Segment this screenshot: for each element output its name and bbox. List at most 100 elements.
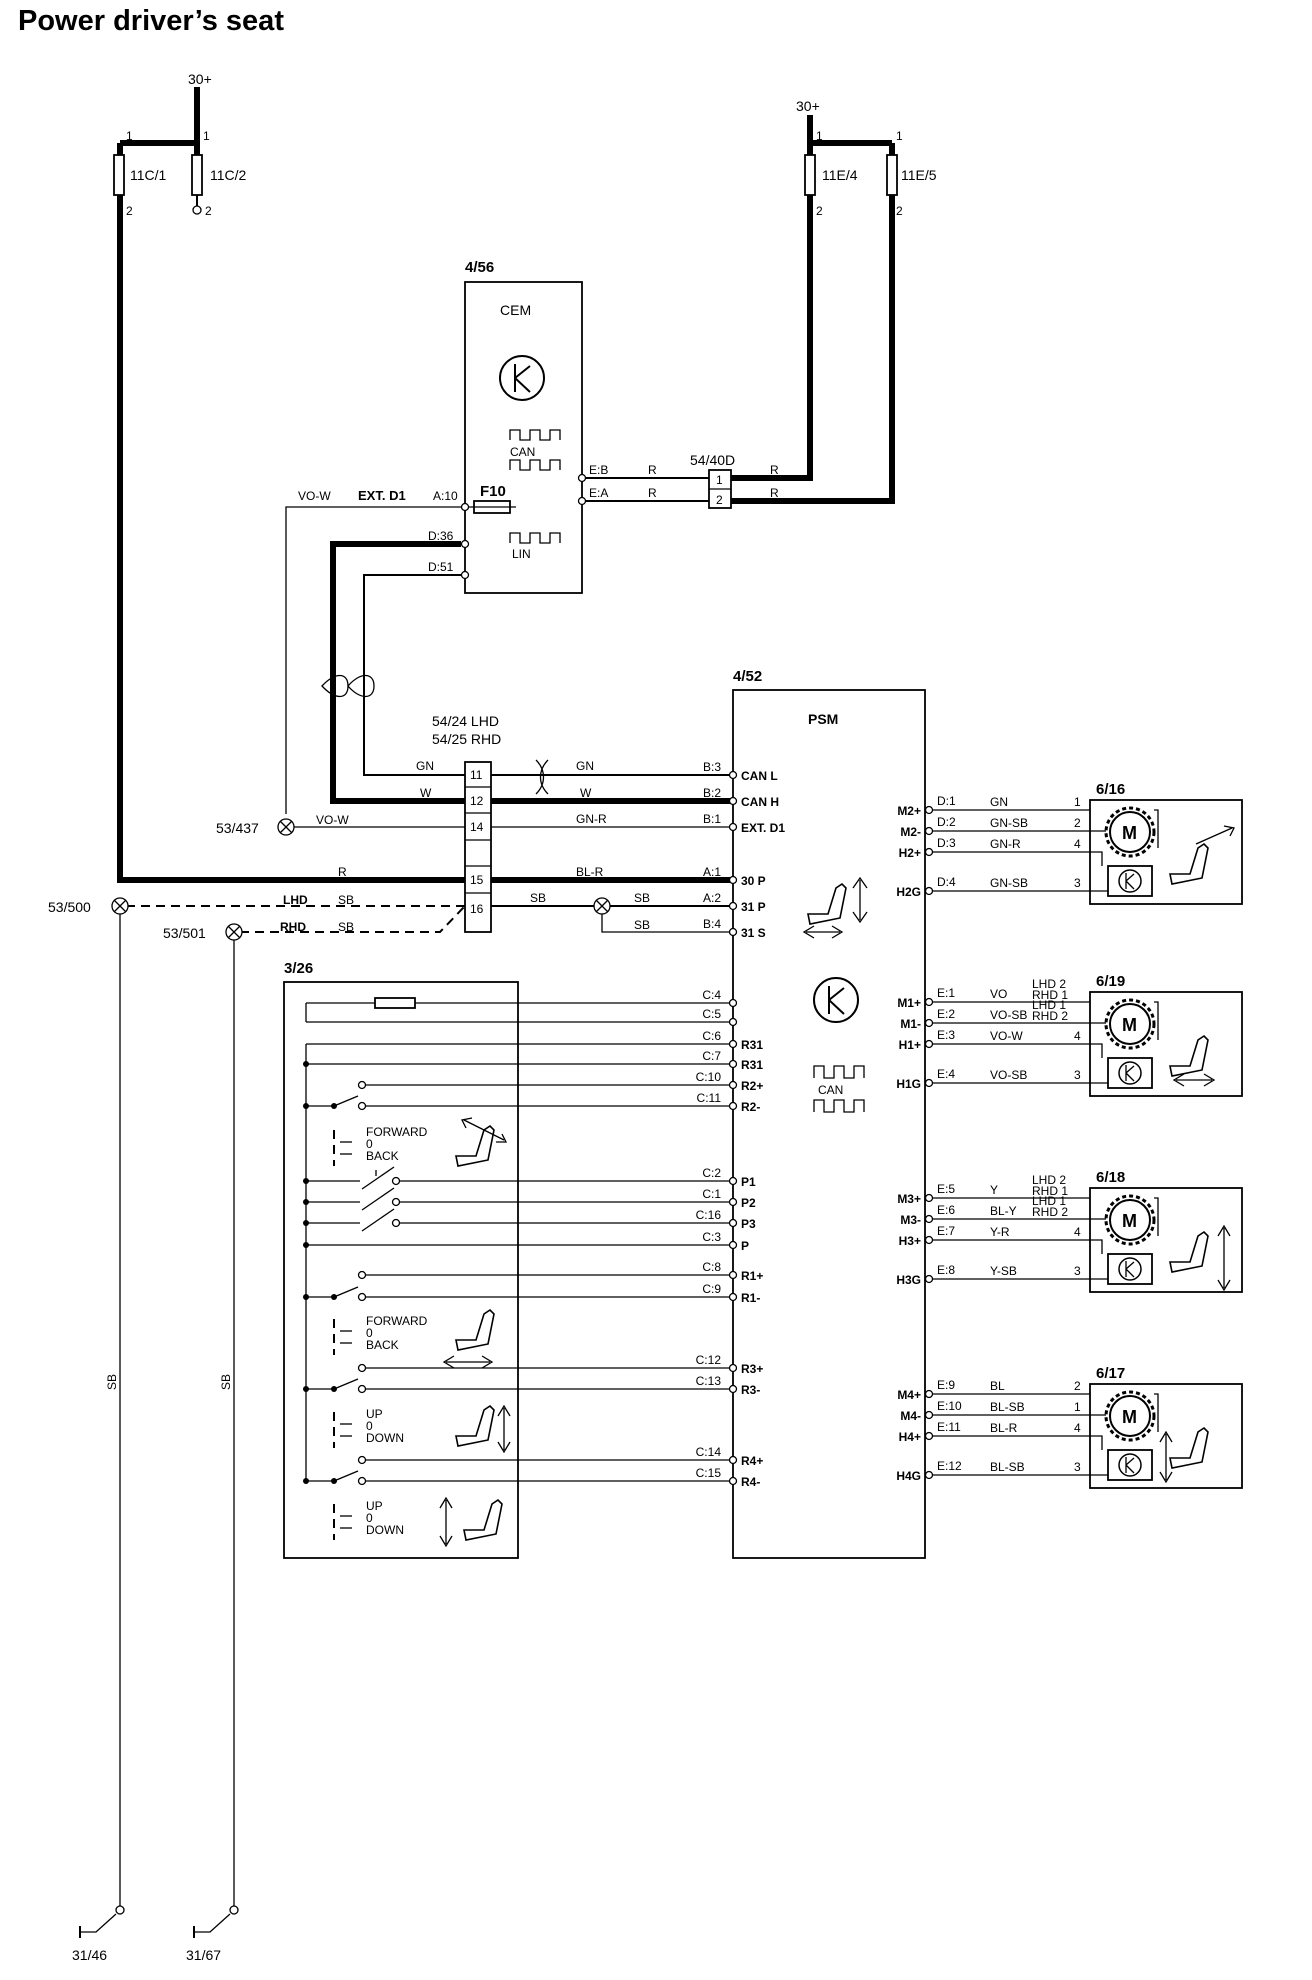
direction-arrow-icon [1172, 1073, 1216, 1087]
psm-pin-id: C:5 [702, 1007, 721, 1021]
svg-text:RHD 2: RHD 2 [1032, 1009, 1068, 1023]
wire-11e5 [731, 195, 895, 504]
psm-pin-id: B:4 [703, 917, 721, 931]
hall-sensor-icon [1107, 1253, 1153, 1285]
svg-text:VO-W: VO-W [990, 1029, 1023, 1043]
psm-pin [728, 1292, 738, 1302]
ground-31-67: 31/67 [186, 1905, 239, 1963]
svg-text:D:2: D:2 [937, 815, 956, 829]
psm-pin [728, 1101, 738, 1111]
motor-icon [1109, 1003, 1151, 1045]
svg-text:11E/5: 11E/5 [901, 167, 937, 183]
psm-pin-label: 31 P [741, 900, 766, 914]
psm-pin-id: C:16 [696, 1208, 722, 1222]
hall-sensor-icon [1107, 1449, 1153, 1481]
svg-text:LIN: LIN [512, 547, 531, 561]
svg-text:16: 16 [470, 902, 484, 916]
svg-text:D:4: D:4 [937, 875, 956, 889]
svg-text:LHD 2: LHD 2 [1032, 1173, 1066, 1187]
psm-pin-label: P2 [741, 1196, 756, 1210]
wire-11e4 [731, 195, 813, 481]
can-signal-icon [509, 429, 561, 441]
svg-text:6/16: 6/16 [1096, 781, 1125, 798]
svg-text:M: M [1122, 1407, 1137, 1427]
svg-text:1: 1 [896, 129, 903, 143]
svg-text:E:10: E:10 [937, 1399, 962, 1413]
direction-arrow-icon [1195, 825, 1235, 845]
psm-pin-label: EXT. D1 [741, 821, 785, 835]
psm-pin-label: R31 [741, 1058, 763, 1072]
svg-text:BL-Y: BL-Y [990, 1204, 1017, 1218]
svg-text:3: 3 [1074, 1068, 1081, 1082]
psm-pin-label: CAN H [741, 795, 779, 809]
svg-text:Y-R: Y-R [990, 1225, 1010, 1239]
fuse-11e4 [804, 154, 816, 196]
svg-text:6/17: 6/17 [1096, 1365, 1125, 1382]
svg-text:2: 2 [205, 204, 212, 218]
motor-icon [1109, 1395, 1151, 1437]
svg-text:H4G: H4G [896, 1469, 921, 1483]
psm-pin-label: R3+ [741, 1362, 763, 1376]
svg-text:1: 1 [1074, 1400, 1081, 1414]
svg-text:1: 1 [816, 129, 823, 143]
svg-text:3: 3 [1074, 1264, 1081, 1278]
svg-text:PSM: PSM [808, 711, 838, 727]
motor-icon [1109, 1199, 1151, 1241]
svg-text:D:36: D:36 [428, 529, 454, 543]
svg-text:VO: VO [990, 987, 1007, 1001]
svg-text:LHD: LHD [283, 893, 308, 907]
svg-text:LHD 1: LHD 1 [1032, 998, 1066, 1012]
psm-pin [728, 1218, 738, 1228]
svg-text:4: 4 [1074, 1225, 1081, 1239]
svg-text:LHD 2: LHD 2 [1032, 977, 1066, 991]
svg-text:M4-: M4- [900, 1409, 921, 1423]
svg-text:E:12: E:12 [937, 1459, 962, 1473]
psm-pin-label: R4+ [741, 1454, 763, 1468]
psm-pin-id: B:1 [703, 812, 721, 826]
svg-text:R: R [770, 463, 779, 477]
svg-text:6/19: 6/19 [1096, 973, 1125, 990]
svg-text:VO-W: VO-W [316, 813, 349, 827]
psm-pin-id: C:12 [696, 1353, 722, 1367]
direction-arrow-icon [1217, 1224, 1231, 1292]
svg-text:R: R [648, 486, 657, 500]
psm-pin [728, 822, 738, 832]
svg-text:E:B: E:B [589, 463, 608, 477]
psm-pin-id: B:3 [703, 760, 721, 774]
wire-can-h [330, 541, 475, 804]
svg-text:BL-SB: BL-SB [990, 1400, 1025, 1414]
svg-text:VO-SB: VO-SB [990, 1068, 1027, 1082]
svg-text:SB: SB [530, 891, 546, 905]
svg-text:4: 4 [1074, 837, 1081, 851]
svg-text:UP: UP [366, 1407, 383, 1421]
svg-text:W: W [420, 786, 432, 800]
svg-text:BL-R: BL-R [990, 1421, 1018, 1435]
psm-pin [728, 1017, 738, 1027]
svg-text:R: R [338, 865, 347, 879]
psm-pin-id: C:10 [696, 1070, 722, 1084]
svg-text:4: 4 [1074, 1029, 1081, 1043]
svg-text:1: 1 [203, 129, 210, 143]
psm-pin-id: C:7 [702, 1049, 721, 1063]
svg-text:CAN: CAN [818, 1083, 843, 1097]
psm-pin [728, 1270, 738, 1280]
psm-pin [728, 1039, 738, 1049]
page-title: Power driver’s seat [18, 5, 284, 37]
svg-text:1: 1 [716, 473, 723, 487]
psm-pin-label: R1- [741, 1291, 760, 1305]
wire-30-main [117, 210, 475, 883]
psm-pin-id: C:1 [702, 1187, 721, 1201]
psm-pin [728, 927, 738, 937]
svg-text:GN-R: GN-R [990, 837, 1021, 851]
wire-vo-w-cem [285, 506, 461, 814]
svg-text:R: R [648, 463, 657, 477]
svg-text:15: 15 [470, 873, 484, 887]
svg-text:SB: SB [338, 893, 354, 907]
svg-text:BL: BL [990, 1379, 1005, 1393]
svg-text:GN: GN [990, 795, 1008, 809]
